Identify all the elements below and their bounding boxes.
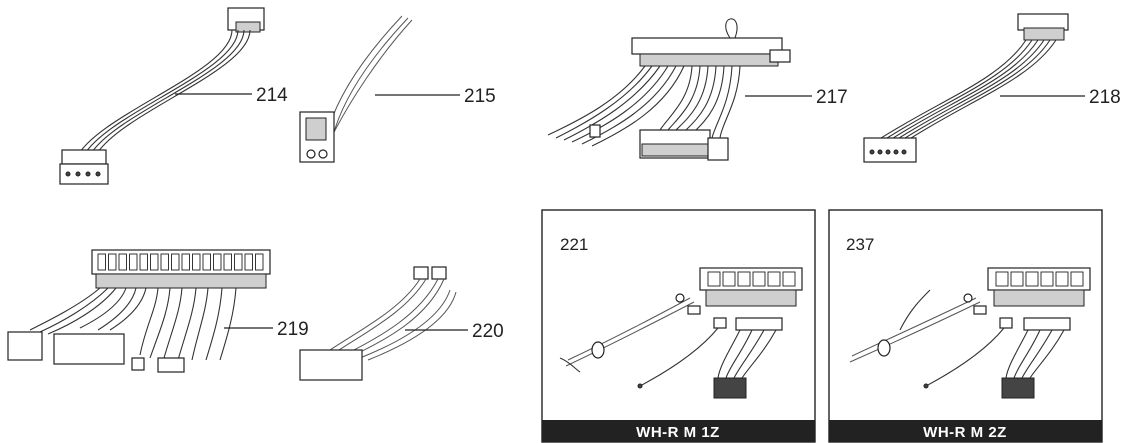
cable-214: 214 [59,7,288,185]
cable-219: 219 [7,249,309,373]
terminal-slot [1025,271,1039,287]
part-number-217: 217 [816,87,848,108]
kit-model-221: WH-R M 1Z [636,424,720,441]
terminal-slot [160,253,169,271]
terminal-slot [150,253,159,271]
kit-number-221: 221 [560,235,588,254]
terminal-slot [202,253,211,271]
terminal-slot [234,253,243,271]
kit-model-237: WH-R M 2Z [923,424,1007,441]
terminal-slot [181,253,190,271]
part-number-215: 215 [464,86,496,107]
terminal-slot [767,271,781,287]
terminal-slot [223,253,232,271]
terminal-slot [1040,271,1054,287]
terminal-slot [707,271,721,287]
kit-box-221: 221 WH-R M 1Z [541,209,816,443]
terminal-slot [139,253,148,271]
terminal-slot [118,253,127,271]
terminal-slot [192,253,201,271]
part-number-220: 220 [472,321,504,342]
terminal-slot [255,253,264,271]
terminal-slot [213,253,222,271]
terminal-slot [722,271,736,287]
terminal-slot [129,253,138,271]
part-number-214: 214 [256,85,288,106]
terminal-slot [108,253,117,271]
cable-220: 220 [299,266,504,381]
kit-box-237: 237 WH-R M 2Z [828,209,1103,443]
terminal-slot [97,253,106,271]
cable-218: 218 [863,13,1121,163]
terminal-slot [1070,271,1084,287]
terminal-slot [752,271,766,287]
cable-217: 217 [547,18,848,161]
part-number-218: 218 [1089,87,1121,108]
cable-215: 215 [299,15,496,163]
terminal-slot [1055,271,1069,287]
part-number-219: 219 [277,319,309,340]
terminal-slot [171,253,180,271]
terminal-slot [244,253,253,271]
terminal-slot [782,271,796,287]
terminal-slot [737,271,751,287]
terminal-slot [995,271,1009,287]
kit-number-237: 237 [846,235,874,254]
terminal-slot [1010,271,1024,287]
